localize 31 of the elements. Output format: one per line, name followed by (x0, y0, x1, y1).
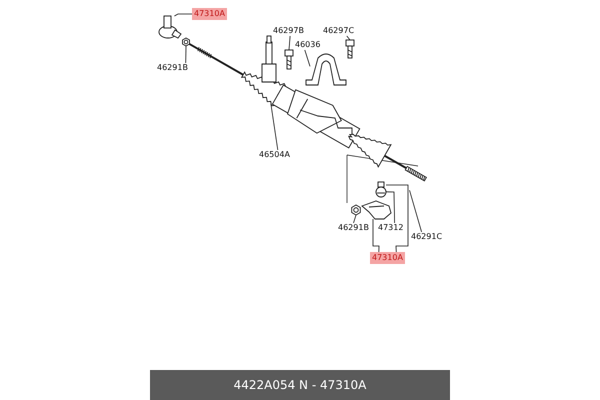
bracket-drawing (306, 54, 346, 86)
nut-drawing (182, 37, 190, 47)
callout-number: 46036 (294, 40, 322, 50)
leader-line (304, 50, 310, 67)
callout-number: 46291B (337, 223, 370, 233)
leader-line (372, 218, 380, 252)
leader-line (386, 191, 395, 224)
callout-number: 47310A (192, 8, 227, 20)
leader-line (270, 104, 278, 150)
tie-rod-end-drawing (158, 16, 182, 39)
callout-number: 46291B (156, 63, 189, 73)
part-number-text: 4422A054 N - 47310A (232, 378, 368, 392)
leader-line (386, 184, 408, 252)
bolt-drawing (284, 50, 294, 70)
leader-line (288, 36, 290, 50)
nut-drawing (351, 204, 361, 216)
callout-number: 46297B (272, 26, 305, 36)
leader-line (353, 214, 356, 224)
callout-number: 46297C (322, 26, 356, 36)
inner-tie-rod-drawing (348, 134, 427, 182)
leader-line (174, 14, 192, 16)
leader-line (185, 46, 186, 64)
callout-number: 47312 (377, 223, 404, 233)
leader-line (346, 36, 350, 40)
leader-line (409, 190, 422, 232)
callout-number: 47310A (370, 252, 405, 264)
callout-number: 46504A (258, 150, 291, 160)
bolt-drawing (346, 40, 354, 58)
ball-stud-drawing (376, 182, 386, 198)
rack-housing-drawing (272, 84, 360, 149)
callout-number: 46291C (410, 232, 444, 242)
